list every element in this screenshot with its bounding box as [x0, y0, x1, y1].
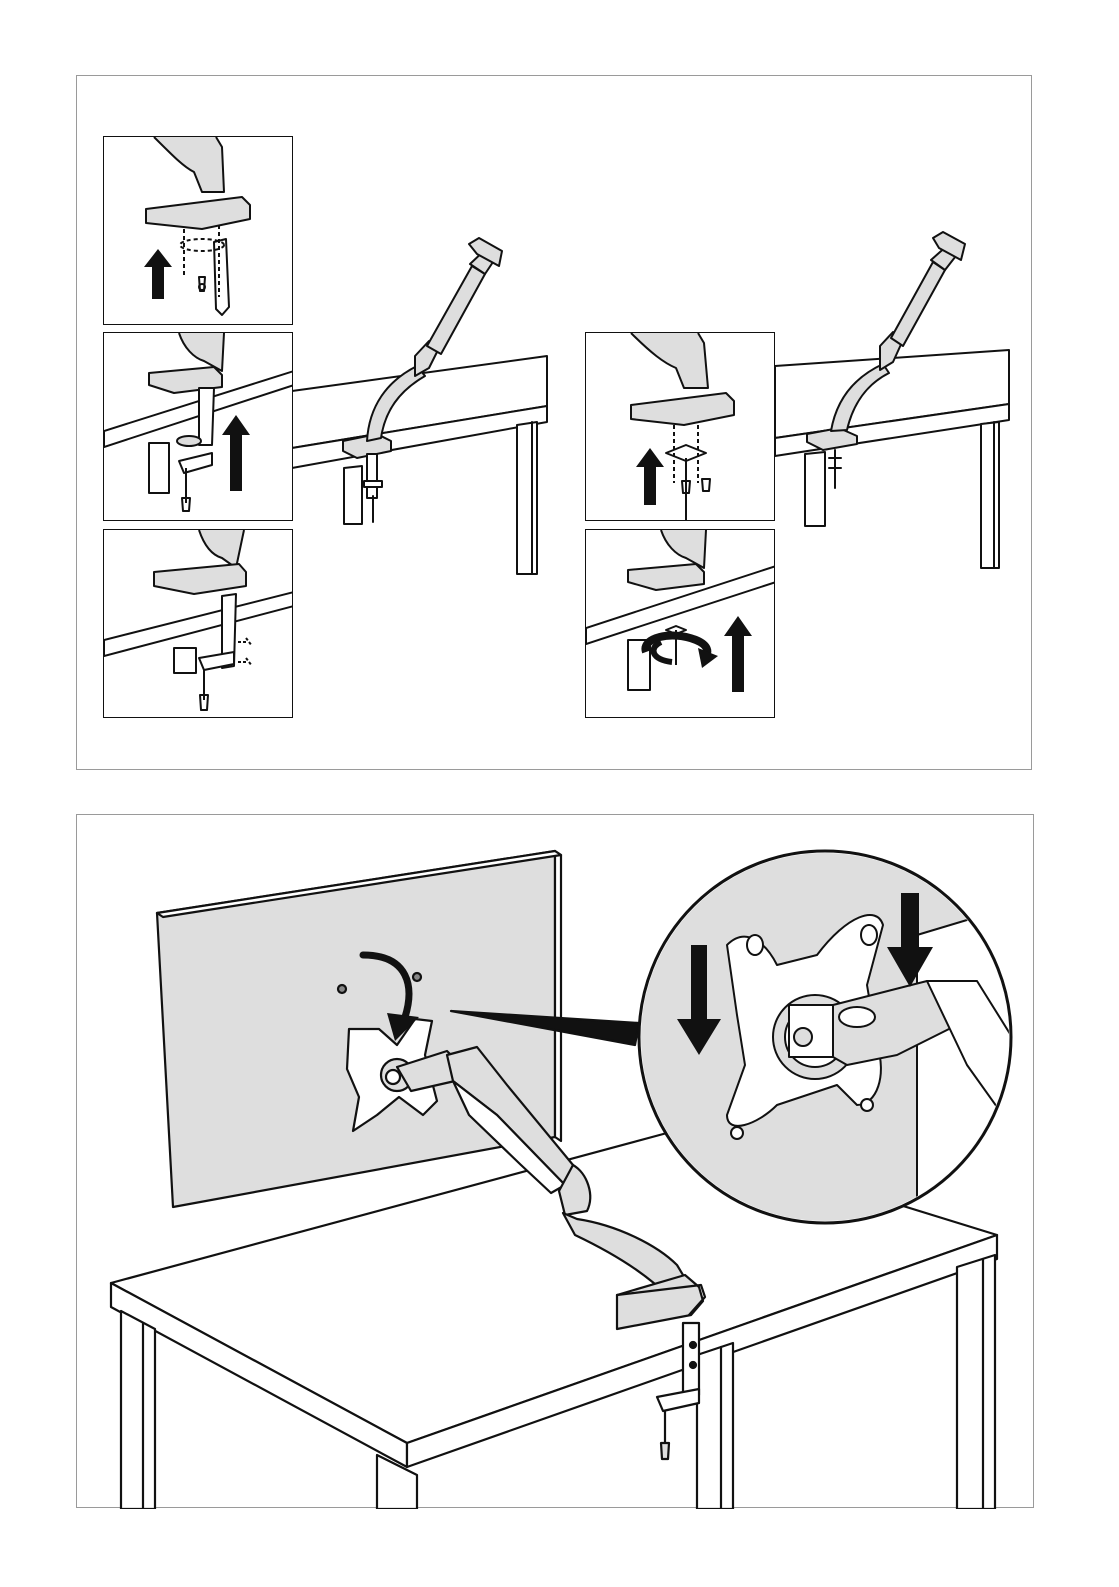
base-plate-assembly-illustration — [104, 137, 293, 325]
left-step-2-inset — [103, 332, 293, 521]
right-step-1-inset — [585, 332, 775, 521]
right-step-2-inset — [585, 529, 775, 718]
rotate-arrow-icon — [645, 636, 718, 668]
up-arrow-icon — [222, 415, 250, 491]
grommet-base-assembly-illustration — [586, 333, 775, 521]
grommet-tightening-illustration — [586, 530, 775, 718]
right-desk — [775, 350, 1009, 568]
left-step-1-inset — [103, 136, 293, 325]
clamp-tightening-illustration — [104, 530, 293, 718]
up-arrow-icon — [724, 616, 752, 692]
up-arrow-icon — [636, 448, 664, 505]
up-arrow-icon — [144, 249, 172, 299]
top-instruction-panel — [76, 75, 1032, 770]
bottom-instruction-panel — [76, 814, 1034, 1508]
left-desk — [292, 356, 547, 574]
clamp-mounting-illustration — [104, 333, 293, 521]
bottom-panel-drawing — [77, 815, 1035, 1509]
left-step-3-inset — [103, 529, 293, 718]
